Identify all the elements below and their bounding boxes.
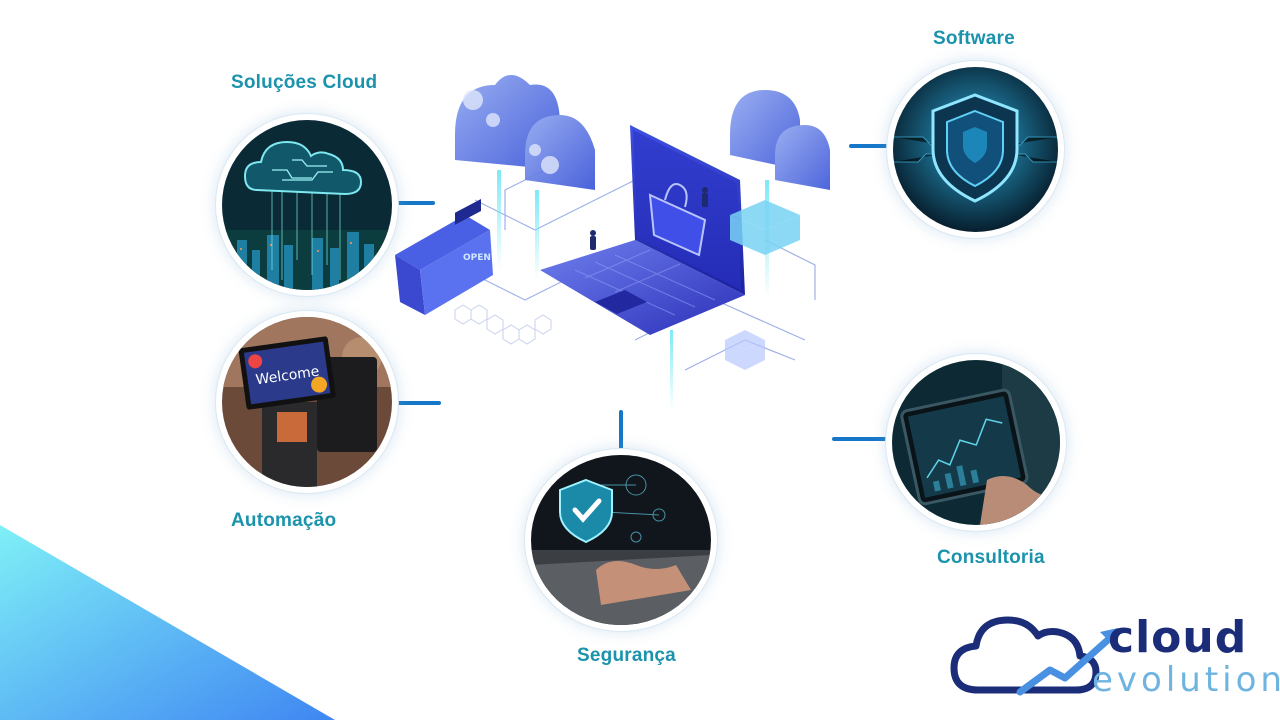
security-check-icon [531,455,711,625]
pos-terminal-icon: Welcome [222,317,392,487]
label-software: Software [933,28,1015,49]
cloud-circuit-icon [222,120,392,290]
cloud-arrow-logo-icon [950,616,1118,696]
label-automation: Automação [231,510,337,531]
connector-security [619,410,623,454]
label-cloud-solutions: Soluções Cloud [231,72,378,93]
connector-consulting [832,437,890,441]
connector-automation [396,401,441,405]
logo-word-evolution: evolution [1092,660,1280,700]
connector-cloud [397,201,435,205]
label-consulting: Consultoria [937,547,1045,568]
cloud-evolution-logo: cloud evolution [950,610,1280,710]
shield-circuit-icon [893,67,1058,232]
tablet-statistics-icon [892,360,1060,525]
hero-illustration: OPEN [395,75,830,410]
label-security: Segurança [577,645,676,666]
open-sign-text: OPEN [463,253,491,263]
logo-word-cloud: cloud [1108,612,1248,663]
connector-software [849,144,889,148]
